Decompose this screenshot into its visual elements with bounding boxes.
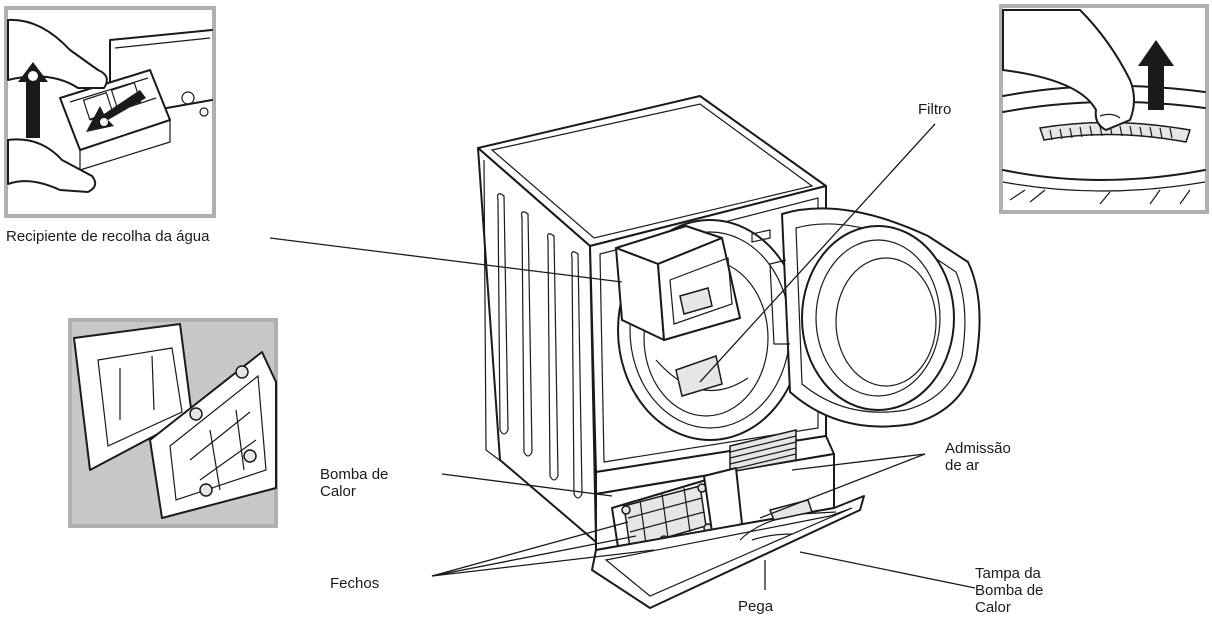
label-water-container: Recipiente de recolha da água [6, 228, 210, 245]
label-heat-pump: Bomba de Calor [320, 466, 389, 500]
label-air-intake: Admissão de ar [945, 440, 1011, 474]
inset-drawer-removal [4, 6, 216, 218]
leader-lines [269, 123, 976, 590]
water-container-part [615, 225, 741, 341]
inset-filter-removal [999, 4, 1209, 214]
inset-container-open [68, 318, 278, 528]
dryer-door [769, 207, 981, 428]
label-handle: Pega [738, 598, 774, 615]
label-heat-pump-cover: Tampa da Bomba de Calor [975, 565, 1044, 616]
label-filter: Filtro [918, 101, 952, 118]
label-latches: Fechos [330, 575, 380, 592]
